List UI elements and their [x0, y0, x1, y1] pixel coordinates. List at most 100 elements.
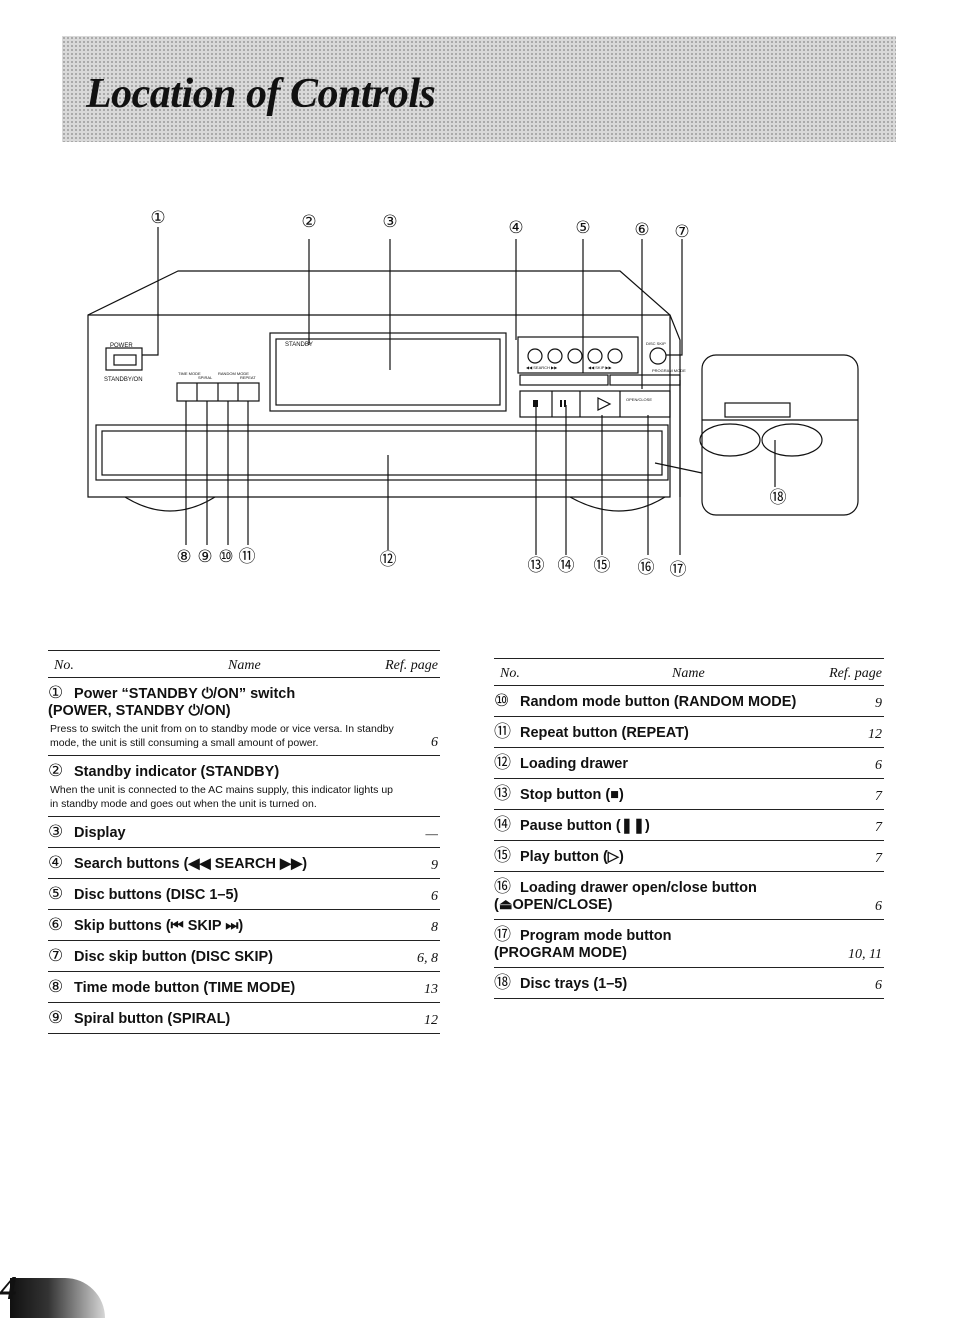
page-corner-mark [10, 1278, 105, 1318]
title-band [62, 36, 896, 142]
ref-page: 6, 8 [417, 951, 438, 966]
label-open-close: OPEN/CLOSE [626, 397, 652, 402]
ref-page: 8 [431, 920, 438, 935]
table-row: ⑥ Skip buttons (⏮ SKIP ⏭) 8 [48, 910, 440, 941]
callout-18: ⑱ [770, 488, 787, 508]
control-name-text: Pause button (❚❚) [520, 818, 650, 834]
callout-3: ③ [382, 212, 397, 232]
table-row: ③Display — [48, 817, 440, 848]
control-number: ⑪ [494, 722, 511, 741]
control-name-text: Play button (▷) [520, 849, 624, 865]
table-header: No. Name Ref. page [494, 658, 884, 686]
callout-1: ① [150, 208, 165, 228]
ref-page: 12 [424, 1013, 438, 1028]
control-name-text: Disc skip button (DISC SKIP) [74, 949, 273, 965]
callout-4: ④ [508, 218, 523, 238]
control-number: ⑰ [494, 925, 511, 944]
header-ref-page: Ref. page [829, 666, 882, 681]
callout-9: ⑨ [197, 547, 212, 567]
label-random-mode: RANDOM MODE [218, 371, 249, 376]
label-search: ◀◀ SEARCH ▶▶ [526, 365, 558, 370]
callout-12: ⑫ [380, 550, 397, 570]
label-program-mode: PROGRAM MODE [652, 368, 686, 373]
control-number: ⑯ [494, 877, 511, 896]
header-name: Name [228, 658, 261, 673]
control-name-text: Disc trays (1–5) [520, 976, 628, 992]
control-name: ⑪ Repeat button (REPEAT) [494, 723, 848, 742]
control-number: ⑱ [494, 973, 511, 992]
control-name: ⑭ Pause button (❚❚) [494, 816, 848, 835]
header-no: No. [54, 658, 74, 673]
ref-page: 9 [875, 696, 882, 711]
control-name: ⑫ Loading drawer [494, 754, 848, 773]
control-name: ⑤ Disc buttons (DISC 1–5) [48, 885, 404, 904]
control-number: ⑭ [494, 815, 511, 834]
header-no: No. [500, 666, 520, 681]
control-name-text: Power “STANDBY ⏻/ON” switch (POWER, STAN… [48, 686, 296, 719]
ref-page: — [425, 827, 438, 842]
control-name-text: Loading drawer [520, 756, 628, 772]
ref-page: 12 [868, 727, 882, 742]
control-name: ⑥ Skip buttons (⏮ SKIP ⏭) [48, 916, 404, 935]
control-number: ⑮ [494, 846, 511, 865]
control-number: ③ [48, 822, 64, 841]
callout-14: ⑭ [558, 556, 575, 576]
control-number: ⑤ [48, 884, 64, 903]
callout-16: ⑯ [638, 558, 655, 578]
control-name-text: Program mode button (PROGRAM MODE) [494, 928, 672, 961]
label-standby: STANDBY [285, 342, 313, 348]
callout-15: ⑮ [594, 556, 611, 576]
ref-page: 7 [875, 851, 882, 866]
ref-page: 6 [875, 978, 882, 993]
label-disc-skip: DISC SKIP [646, 341, 666, 346]
control-name-text: Repeat button (REPEAT) [520, 725, 689, 741]
control-name: ⑦ Disc skip button (DISC SKIP) [48, 947, 404, 966]
control-number: ⑨ [48, 1008, 64, 1027]
control-number: ④ [48, 853, 64, 872]
control-number: ⑩ [494, 691, 510, 710]
header-ref-page: Ref. page [385, 658, 438, 673]
callout-17: ⑰ [670, 560, 687, 580]
label-standby-on: STANDBY/ON [104, 377, 143, 383]
control-name: ⑨ Spiral button (SPIRAL) [48, 1009, 404, 1028]
control-number: ⑬ [494, 784, 511, 803]
label-power: POWER [110, 343, 133, 349]
ref-page: 13 [424, 982, 438, 997]
control-description: When the unit is connected to the AC mai… [50, 784, 393, 810]
label-repeat: REPEAT [240, 375, 256, 380]
control-name-text: Skip buttons (⏮ SKIP ⏭) [74, 918, 244, 934]
callout-2: ② [301, 212, 316, 232]
page-title: Location of Controls [86, 71, 436, 117]
control-name: ⑱ Disc trays (1–5) [494, 974, 848, 993]
control-number: ⑫ [494, 753, 511, 772]
callout-13: ⑬ [528, 556, 545, 576]
ref-page: 10, 11 [848, 947, 882, 962]
ref-page: 6 [431, 735, 438, 750]
control-name-text: Stop button (■) [520, 787, 624, 803]
control-name-text: Disc buttons (DISC 1–5) [74, 887, 239, 903]
control-name: ⑮ Play button (▷) [494, 847, 848, 866]
device-diagram: POWER STANDBY/ON STANDBY TIME MODE SPIRA… [87, 208, 859, 580]
control-number: ⑦ [48, 946, 64, 965]
control-number: ⑥ [48, 915, 64, 934]
label-time-mode: TIME MODE [178, 371, 201, 376]
control-name-text: Spiral button (SPIRAL) [74, 1011, 231, 1027]
control-name-text: Time mode button (TIME MODE) [74, 980, 296, 996]
